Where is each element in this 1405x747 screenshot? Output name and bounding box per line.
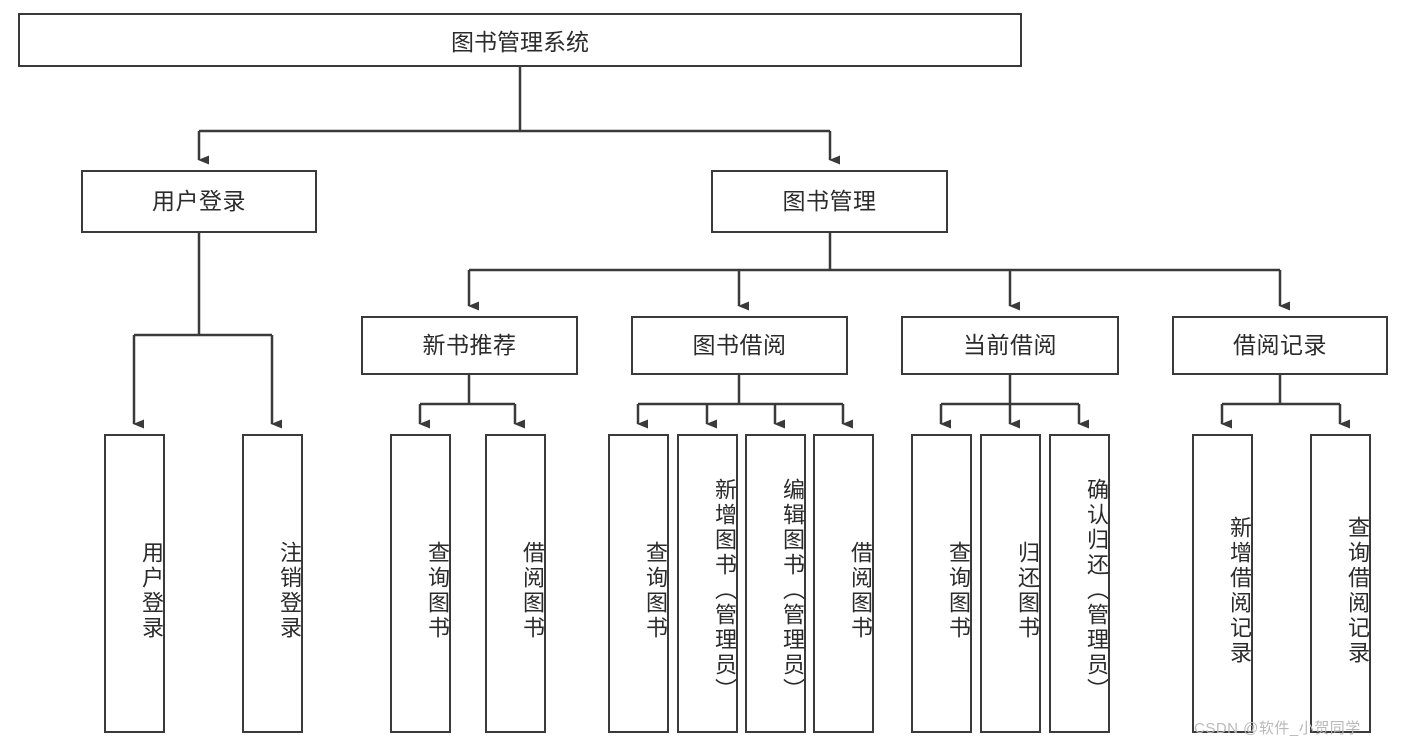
node-leaf-borrow-book-1[interactable]: 借阅图书 (485, 434, 546, 733)
node-leaf-query-book-2[interactable]: 查询图书 (608, 434, 669, 733)
node-current-borrow[interactable]: 当前借阅 (901, 316, 1119, 375)
node-leaf-add-record[interactable]: 新增借阅记录 (1192, 434, 1253, 733)
node-leaf-user-logout[interactable]: 注销登录 (242, 434, 303, 733)
node-label: 查询借阅记录 (1345, 515, 1370, 666)
node-label: 查询图书 (425, 540, 450, 641)
node-label: 确认归还（管理员） (1084, 478, 1109, 703)
node-leaf-user-login[interactable]: 用户登录 (104, 434, 165, 733)
node-label: 图书管理系统 (451, 29, 589, 55)
node-label: 用户登录 (152, 187, 246, 214)
node-label: 新书推荐 (422, 331, 517, 358)
node-leaf-add-book[interactable]: 新增图书（管理员） (677, 434, 738, 733)
node-label: 注销登录 (277, 540, 302, 641)
node-label: 当前借阅 (963, 331, 1057, 358)
node-label: 新增图书（管理员） (712, 478, 737, 703)
csdn-watermark: CSDN @软件_小贺同学 (1194, 720, 1361, 737)
node-root-book-management-system[interactable]: 图书管理系统 (18, 13, 1022, 67)
node-leaf-query-book-3[interactable]: 查询图书 (911, 434, 972, 733)
node-book-borrow[interactable]: 图书借阅 (631, 316, 848, 375)
node-leaf-edit-book[interactable]: 编辑图书（管理员） (745, 434, 806, 733)
node-leaf-query-book-1[interactable]: 查询图书 (390, 434, 451, 733)
node-label: 归还图书 (1015, 540, 1040, 641)
node-label: 新增借阅记录 (1227, 515, 1252, 666)
node-leaf-borrow-book-2[interactable]: 借阅图书 (813, 434, 874, 733)
node-borrow-record[interactable]: 借阅记录 (1172, 316, 1388, 375)
node-label: 查询图书 (643, 540, 668, 641)
node-user-login[interactable]: 用户登录 (81, 170, 317, 233)
node-leaf-return-book[interactable]: 归还图书 (980, 434, 1041, 733)
node-label: 图书管理 (782, 187, 877, 214)
node-leaf-query-record[interactable]: 查询借阅记录 (1310, 434, 1371, 733)
node-label: 用户登录 (139, 540, 164, 641)
node-label: 借阅记录 (1233, 331, 1327, 358)
node-label: 借阅图书 (520, 540, 545, 641)
node-new-book-recommend[interactable]: 新书推荐 (361, 316, 578, 375)
node-label: 图书借阅 (692, 331, 787, 358)
node-label: 编辑图书（管理员） (780, 478, 805, 703)
node-label: 查询图书 (946, 540, 971, 641)
node-leaf-confirm-return[interactable]: 确认归还（管理员） (1049, 434, 1110, 733)
node-label: 借阅图书 (848, 540, 873, 641)
node-book-management[interactable]: 图书管理 (711, 170, 948, 233)
